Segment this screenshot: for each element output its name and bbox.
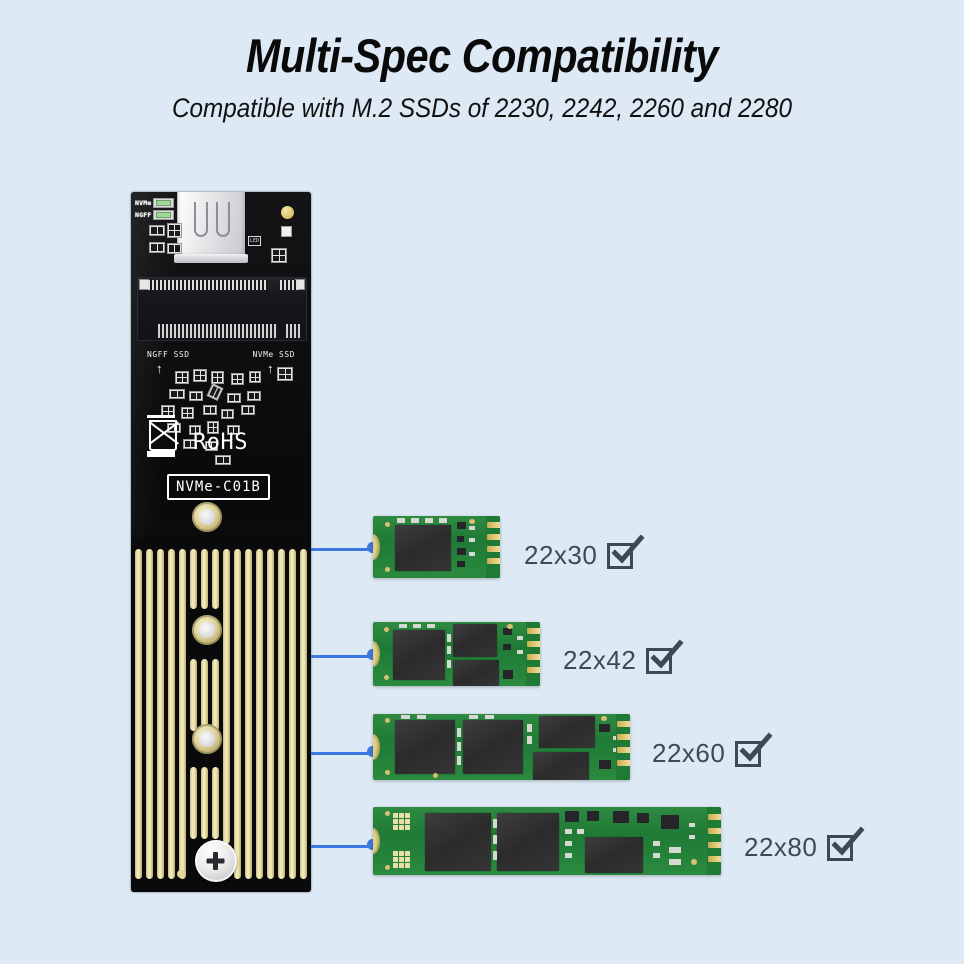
mount-hole <box>192 615 222 645</box>
fastening-screw <box>195 840 237 882</box>
page-subtitle: Compatible with M.2 SSDs of 2230, 2242, … <box>171 93 793 123</box>
socket-pins <box>280 280 298 290</box>
nand-chip <box>453 660 499 686</box>
check-mark-icon <box>739 731 773 762</box>
size-label-2230: 22x30 <box>524 533 645 571</box>
checked-checkbox-icon-2242 <box>646 638 684 674</box>
controller-chip <box>585 837 643 873</box>
led-pad-ngff <box>153 210 175 220</box>
size-label-2260: 22x60 <box>652 731 773 769</box>
led-label-ngff: NGFF <box>135 211 152 219</box>
page-title: Multi-Spec Compatibility <box>245 29 718 82</box>
nand-chip <box>463 720 523 774</box>
nand-chip <box>453 624 497 657</box>
size-text-2230: 22x30 <box>524 540 598 570</box>
nand-chip <box>539 716 595 748</box>
size-label-2242: 22x42 <box>563 638 684 676</box>
edge-connector-fingers <box>707 807 721 875</box>
smd-component <box>281 226 292 237</box>
checked-checkbox-icon-2260 <box>735 731 773 767</box>
arrow-up-icon-ngff: ↑ <box>156 361 163 376</box>
solder-pad-array <box>393 813 410 830</box>
gold-test-pad <box>281 206 294 219</box>
arrow-up-icon-nvme: ↑ <box>267 361 274 376</box>
smd-pad <box>149 225 165 236</box>
nand-chip <box>497 813 559 871</box>
size-text-2260: 22x60 <box>652 738 726 768</box>
model-label: NVMe-C01B <box>167 474 270 500</box>
socket-pins <box>286 324 300 338</box>
ssd-key-notch <box>373 534 380 560</box>
edge-connector-fingers <box>486 516 500 578</box>
led-label-group: NVMe NGFF <box>135 198 175 220</box>
led-silkscreen-mark: LED <box>248 236 261 246</box>
ssd-key-notch <box>373 828 380 854</box>
adapter-board: NVMe NGFF LED NGFF SSD NVMe SSD ↑ ↑ <box>131 192 311 892</box>
nand-chip <box>425 813 491 871</box>
checked-checkbox-icon-2280 <box>827 825 865 861</box>
ssd-module-2242 <box>373 622 540 686</box>
usb-c-port-icon <box>174 192 248 263</box>
component-cluster <box>131 367 311 477</box>
nand-chip <box>533 752 589 780</box>
mount-hole <box>192 724 222 754</box>
connector-line-2280 <box>311 845 373 848</box>
ssd-module-2260 <box>373 714 630 780</box>
size-text-2242: 22x42 <box>563 645 637 675</box>
nand-chip <box>395 525 451 571</box>
check-mark-icon <box>611 533 645 564</box>
ssd-key-notch <box>373 734 380 760</box>
solder-pad-array <box>393 851 410 868</box>
socket-label-row: NGFF SSD NVMe SSD <box>131 350 311 359</box>
led-pad-nvme <box>153 198 175 208</box>
edge-connector-fingers <box>526 622 540 686</box>
connector-line-2242 <box>311 655 373 658</box>
solder-dot <box>177 870 185 878</box>
ssd-module-2230 <box>373 516 500 578</box>
heatsink <box>131 537 311 892</box>
smd-pad <box>149 242 165 253</box>
header: Multi-Spec Compatibility Compatible with… <box>0 0 964 124</box>
smd-pad <box>271 248 287 263</box>
edge-connector-fingers <box>616 714 630 780</box>
socket-label-nvme: NVMe SSD <box>252 350 295 359</box>
size-text-2280: 22x80 <box>744 832 818 862</box>
rohs-label: RoHS <box>193 430 248 455</box>
socket-pins <box>148 280 268 290</box>
check-mark-icon <box>831 825 865 856</box>
connector-line-2230 <box>311 548 373 551</box>
led-row-nvme: NVMe <box>135 198 175 208</box>
socket-label-ngff: NGFF SSD <box>147 350 190 359</box>
smd-pad <box>167 223 182 238</box>
checked-checkbox-icon-2230 <box>607 533 645 569</box>
led-row-ngff: NGFF <box>135 210 175 220</box>
smd-pad <box>167 243 182 254</box>
ssd-key-notch <box>373 641 380 667</box>
m2-socket <box>137 277 307 341</box>
nand-chip <box>393 630 445 680</box>
weee-crossed-bin-icon <box>147 415 179 458</box>
led-label-nvme: NVMe <box>135 199 152 207</box>
ssd-module-2280 <box>373 807 721 875</box>
mount-hole <box>192 502 222 532</box>
socket-pins <box>158 324 278 338</box>
size-label-2280: 22x80 <box>744 825 865 863</box>
usb-prong-left <box>194 202 208 237</box>
check-mark-icon <box>650 638 684 669</box>
nand-chip <box>395 720 455 774</box>
usb-prong-right <box>216 202 230 237</box>
connector-line-2260 <box>311 752 373 755</box>
